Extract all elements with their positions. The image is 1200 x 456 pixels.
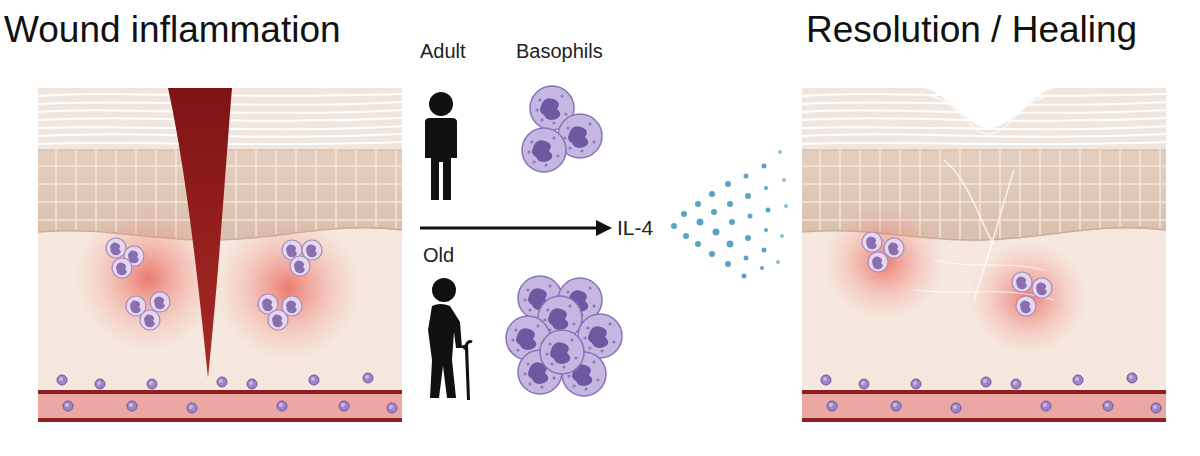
- skin-panel: Resolution / Healing: [802, 88, 1162, 422]
- healed-skin: [802, 86, 1166, 422]
- skin-panel: Wound inflammation: [38, 88, 402, 422]
- process-arrow: [420, 220, 612, 236]
- figure-label: Basophils: [516, 40, 603, 62]
- adult-icon: [425, 92, 457, 200]
- figure-label: Old: [423, 244, 454, 266]
- old-person-icon: [428, 278, 472, 400]
- basophil-cluster-adult: [522, 86, 602, 172]
- figure-label: Adult: [420, 40, 466, 62]
- figure-label: IL-4: [617, 217, 653, 239]
- basophil-cluster-old: [506, 276, 622, 396]
- panel-heading: Wound inflammation: [4, 8, 341, 52]
- panel-heading: Resolution / Healing: [806, 8, 1137, 52]
- wound-skin: [38, 88, 402, 422]
- cytokine-spray: [671, 150, 788, 279]
